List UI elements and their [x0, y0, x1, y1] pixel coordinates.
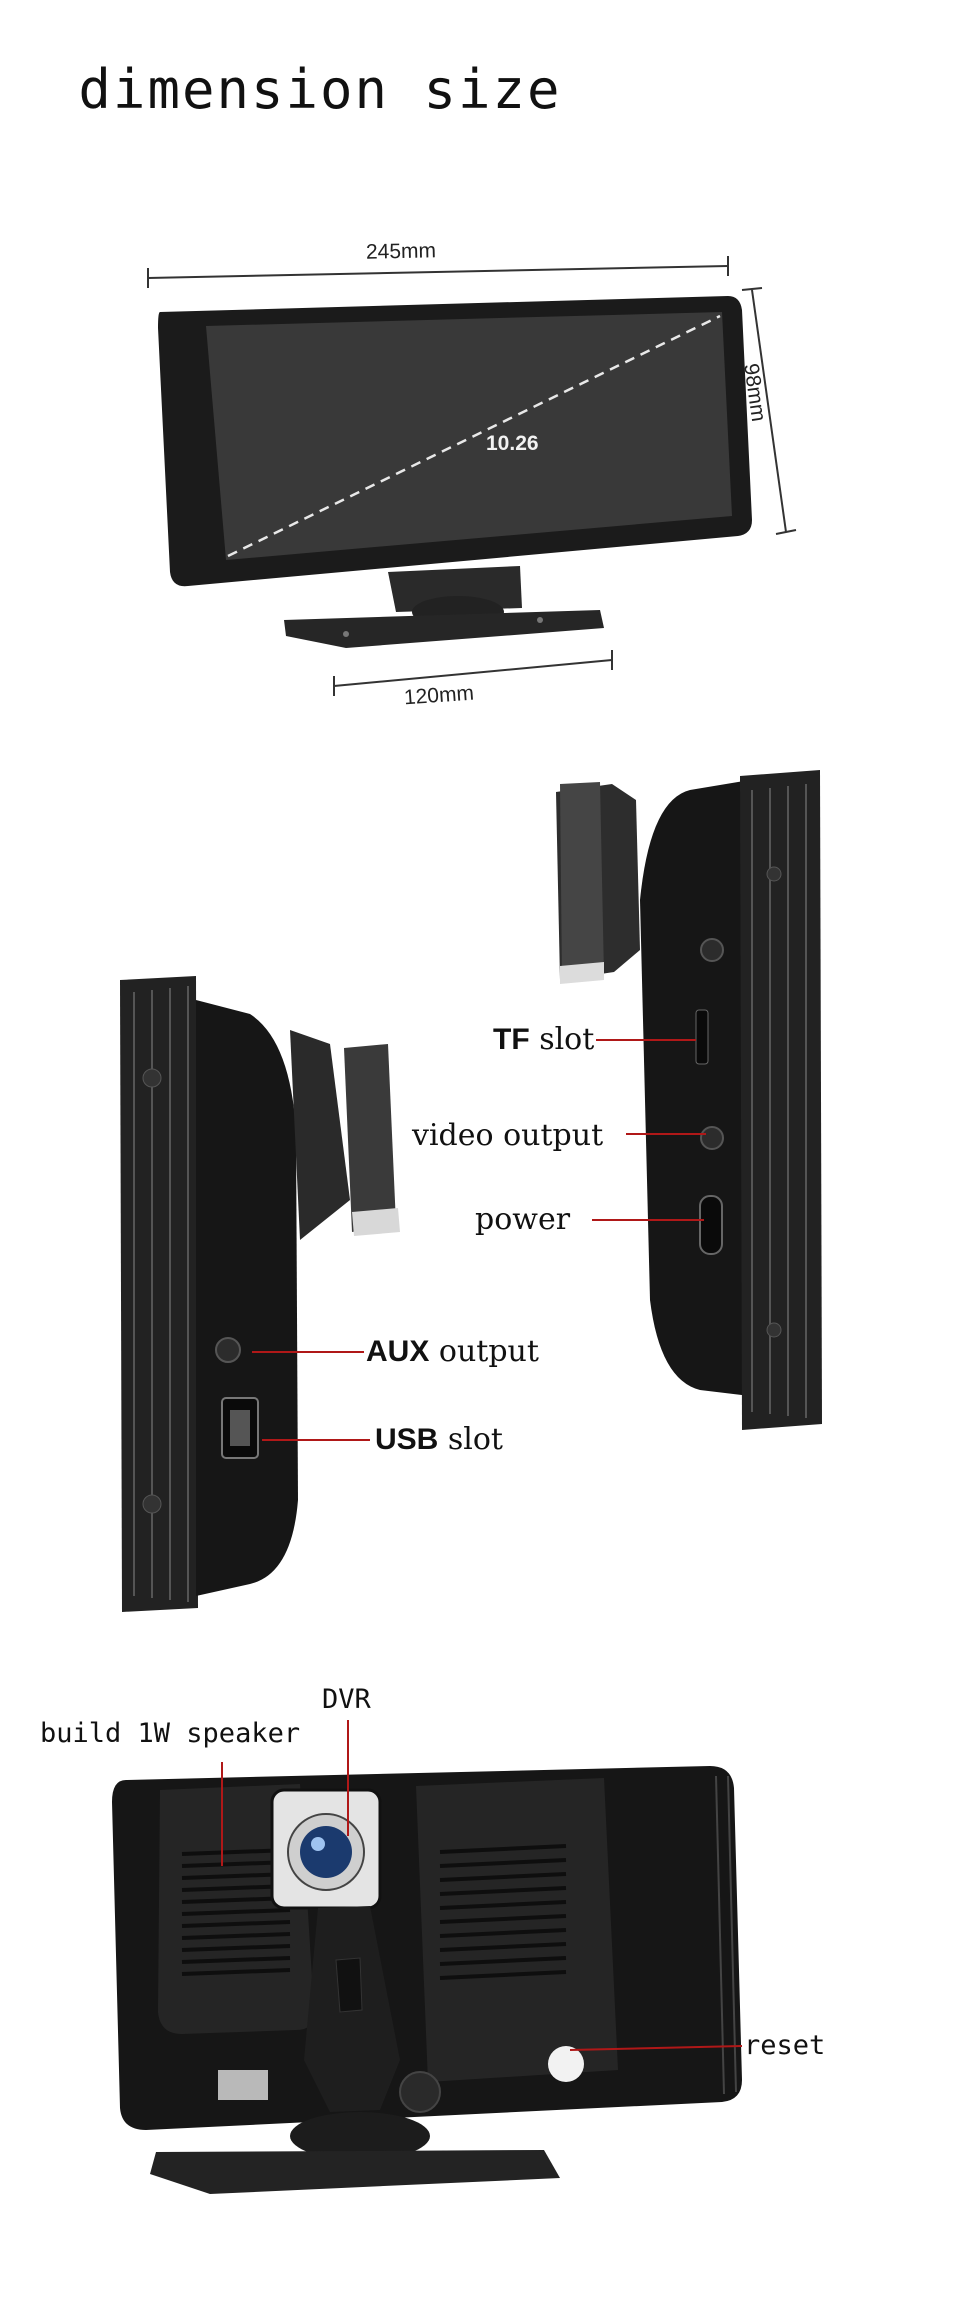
speaker-label: build 1W speaker — [40, 1718, 301, 1749]
height-dimension-line — [741, 287, 797, 535]
width-dimension-line — [147, 256, 729, 288]
base-dimension-line — [333, 650, 613, 696]
diagonal-label: 10.26 — [486, 432, 539, 455]
device-side-right — [556, 770, 822, 1430]
aux-output-label: AUX output — [366, 1334, 539, 1369]
side-leader-lines — [252, 1039, 706, 1441]
power-label: power — [475, 1202, 571, 1237]
side-views-illustration — [120, 770, 822, 1612]
dvr-camera — [270, 1788, 382, 1910]
front-view-illustration — [147, 256, 797, 696]
tf-slot-label: TF slot — [493, 1022, 595, 1057]
device-side-left — [120, 976, 400, 1612]
dvr-label: DVR — [322, 1684, 371, 1715]
usb-slot-label: USB slot — [375, 1422, 503, 1457]
device-back — [112, 1766, 742, 2194]
reset-label: reset — [744, 2030, 826, 2061]
back-leader-lines — [221, 1720, 743, 2051]
video-output-label: video output — [412, 1118, 604, 1153]
device-front — [158, 296, 752, 648]
page-title: dimension size — [78, 58, 562, 121]
